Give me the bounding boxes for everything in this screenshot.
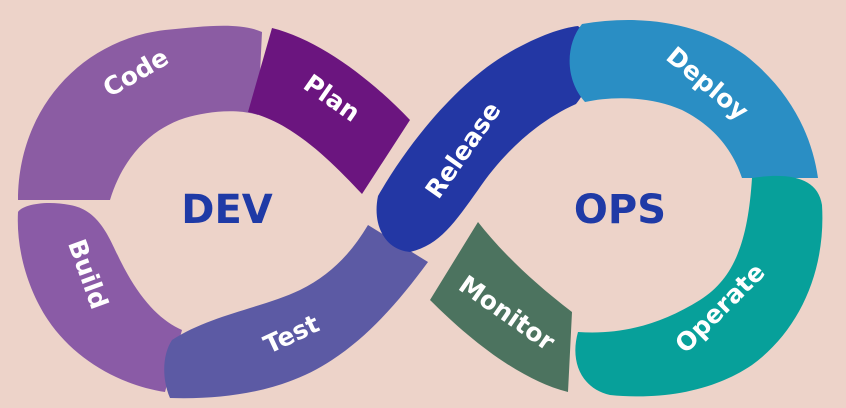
release-segment: [376, 26, 592, 252]
ops-hub-label: OPS: [574, 187, 666, 233]
operate-segment: [575, 175, 823, 397]
build-segment: [17, 202, 182, 392]
plan-segment: [248, 28, 410, 194]
code-segment: [18, 25, 262, 201]
dev-hub-label: DEV: [181, 187, 273, 233]
deploy-segment: [569, 19, 818, 178]
test-segment: [164, 225, 428, 399]
monitor-segment: [430, 222, 572, 392]
